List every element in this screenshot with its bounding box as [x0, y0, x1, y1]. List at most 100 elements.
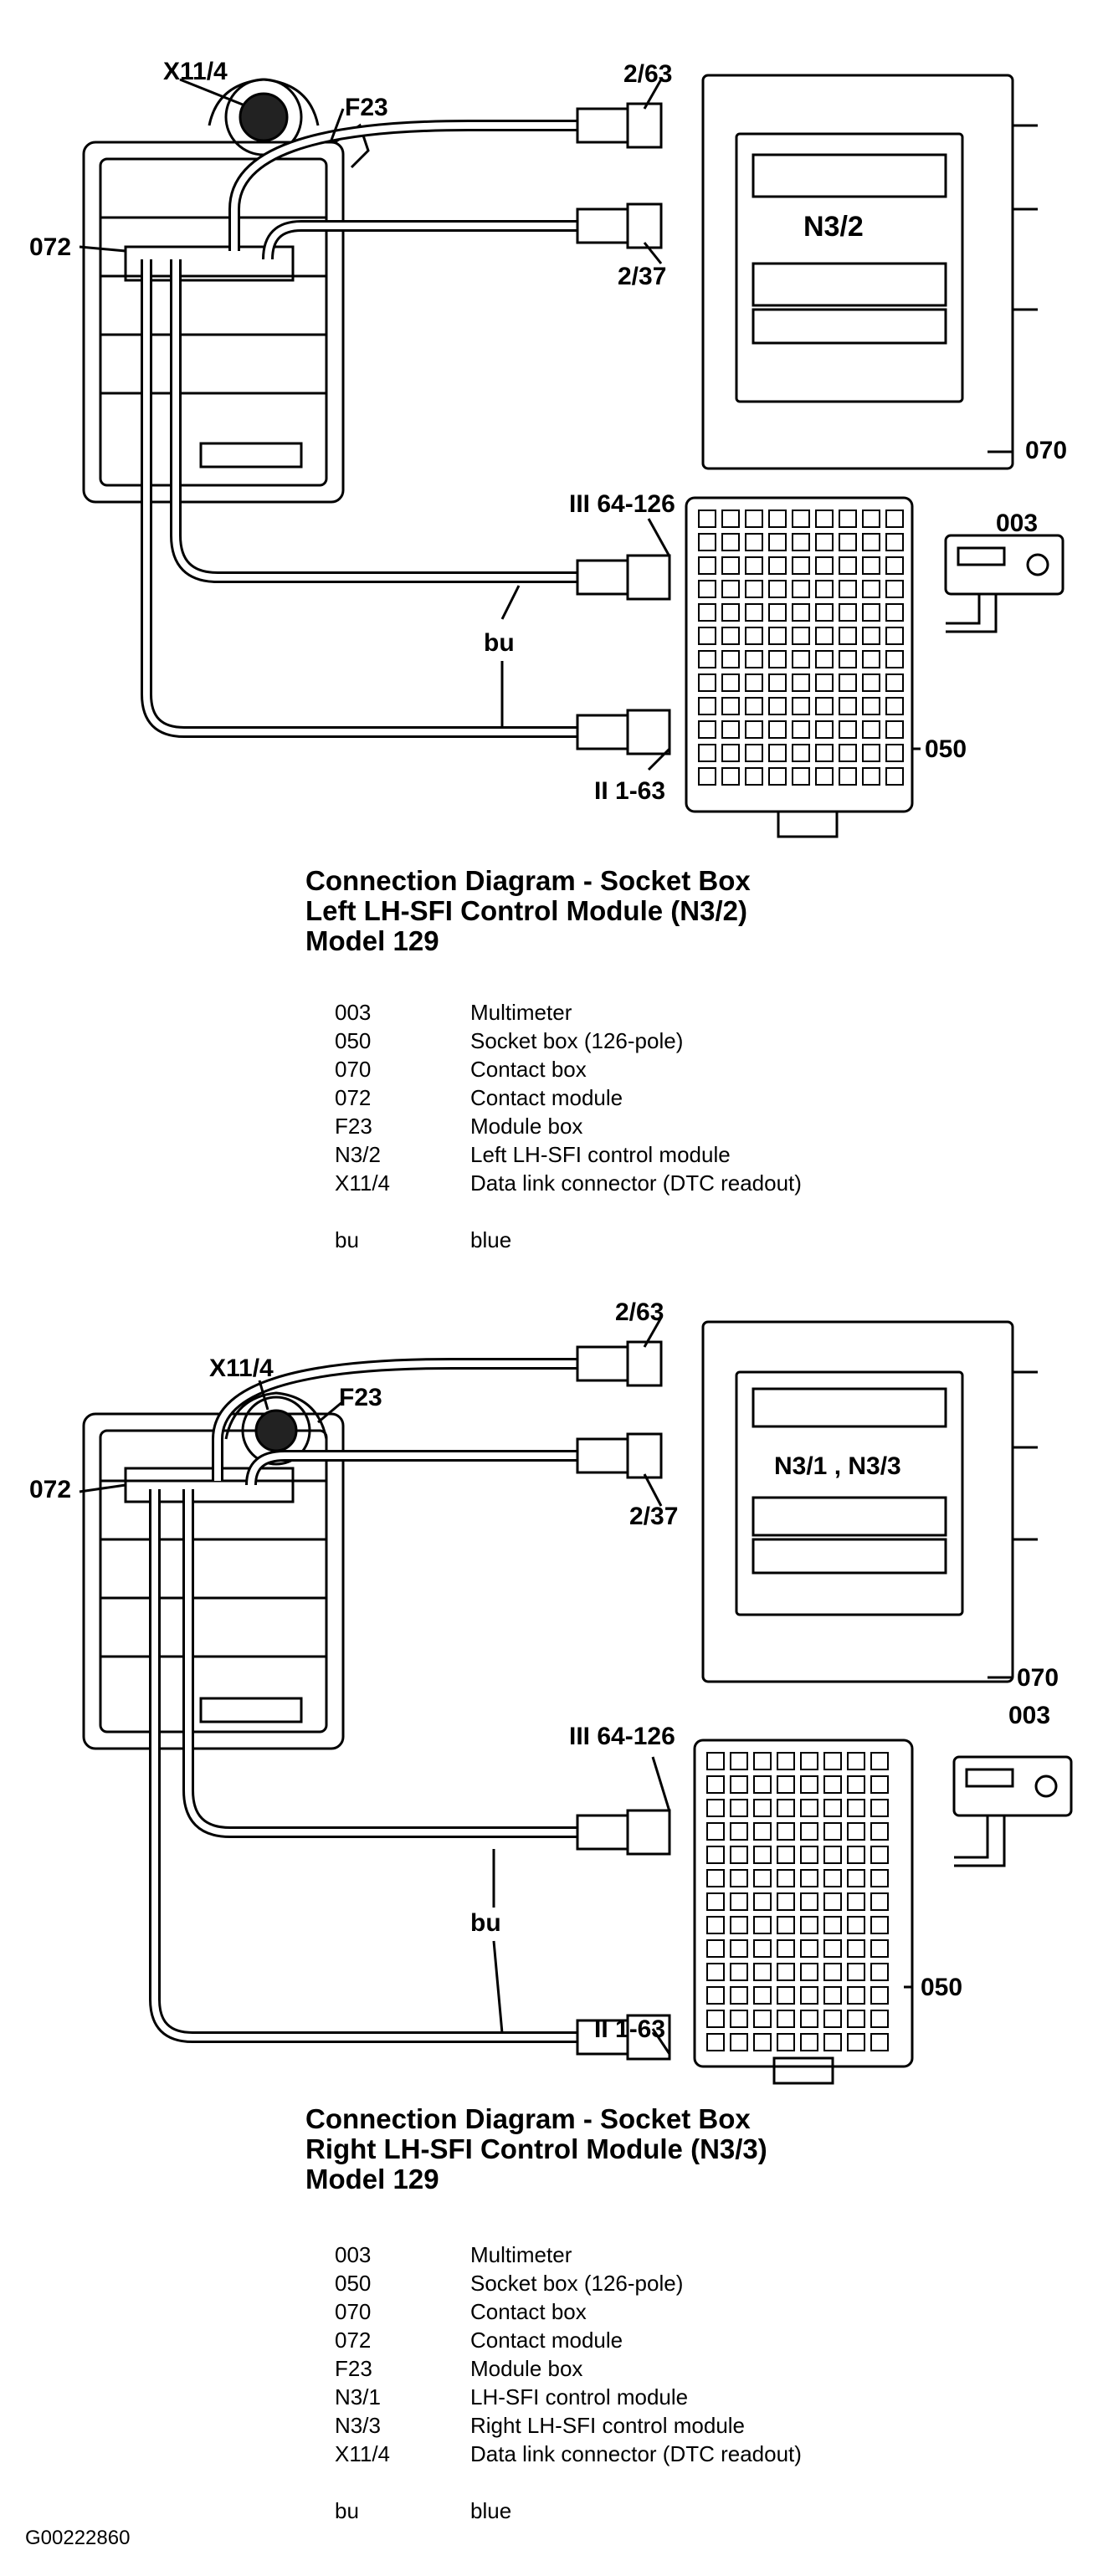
label-070: 070	[1025, 437, 1067, 464]
socket-box	[693, 1739, 914, 2068]
socket-pin	[777, 1846, 795, 1864]
socket-pin	[815, 556, 834, 575]
plug-2-37	[576, 202, 663, 249]
socket-pin	[847, 1846, 865, 1864]
legend-code: 050	[335, 2271, 372, 2296]
legend-text: Module box	[470, 2356, 583, 2381]
socket-pin	[815, 627, 834, 645]
socket-pin	[745, 673, 763, 692]
socket-pin	[721, 580, 740, 598]
color-key-text: blue	[470, 2498, 512, 2523]
socket-pin	[768, 767, 787, 786]
legend-code: N3/1	[335, 2384, 381, 2410]
socket-pin	[839, 510, 857, 528]
socket-pin	[768, 510, 787, 528]
contact-box	[701, 1320, 1014, 1683]
socket-pin	[885, 627, 904, 645]
socket-pin	[823, 1963, 842, 1981]
socket-pin	[753, 1963, 772, 1981]
socket-pin	[847, 1775, 865, 1794]
socket-pin	[862, 580, 880, 598]
legend-text: Socket box (126-pole)	[470, 1028, 684, 1053]
socket-pin	[721, 673, 740, 692]
socket-pin	[745, 767, 763, 786]
socket-pin	[777, 2010, 795, 2028]
socket-pin	[823, 1939, 842, 1958]
socket-pin	[870, 2033, 889, 2051]
socket-pin	[870, 1846, 889, 1864]
socket-pin	[800, 1775, 818, 1794]
socket-pin	[885, 673, 904, 692]
legend-text: Multimeter	[470, 1000, 572, 1025]
socket-pin	[745, 744, 763, 762]
socket-pin	[800, 1939, 818, 1958]
socket-pin	[870, 1869, 889, 1887]
label-072: 072	[29, 233, 71, 261]
label-070: 070	[1017, 1664, 1059, 1692]
legend-code: X11/4	[335, 1170, 391, 1196]
label-bu: bu	[470, 1909, 501, 1937]
legend-text: Multimeter	[470, 2242, 572, 2267]
caption-line: Left LH-SFI Control Module (N3/2)	[305, 895, 747, 926]
label-f23: F23	[339, 1384, 382, 1411]
socket-pin	[839, 767, 857, 786]
socket-pin	[870, 1822, 889, 1841]
caption-line: Connection Diagram - Socket Box	[305, 2103, 751, 2134]
socket-pin	[823, 1822, 842, 1841]
socket-pin	[768, 744, 787, 762]
socket-pin	[839, 580, 857, 598]
socket-pin	[768, 580, 787, 598]
plug-iii	[576, 1809, 671, 1856]
socket-pin	[839, 533, 857, 551]
label-ii-1-63: II 1-63	[594, 2015, 665, 2043]
label-050: 050	[925, 735, 967, 763]
socket-pin	[721, 627, 740, 645]
label-module: N3/2	[803, 211, 864, 243]
module-box	[82, 141, 345, 504]
socket-pin	[839, 720, 857, 739]
socket-pin	[870, 1752, 889, 1770]
socket-pin	[870, 1939, 889, 1958]
socket-pin	[870, 1916, 889, 1934]
socket-pin	[792, 744, 810, 762]
socket-pin	[792, 533, 810, 551]
socket-pin	[745, 603, 763, 622]
legend-code: 003	[335, 1000, 372, 1025]
socket-pin	[862, 697, 880, 715]
label-2-37: 2/37	[629, 1503, 678, 1530]
socket-pin	[753, 1986, 772, 2005]
legend-text: Socket box (126-pole)	[470, 2271, 684, 2296]
multimeter	[944, 534, 1065, 596]
legend-code: 070	[335, 1057, 372, 1082]
socket-pin	[815, 744, 834, 762]
socket-pin	[721, 510, 740, 528]
socket-pin	[862, 720, 880, 739]
socket-pin	[768, 603, 787, 622]
socket-pin	[706, 1939, 725, 1958]
socket-pin	[777, 1986, 795, 2005]
caption-line: Connection Diagram - Socket Box	[305, 865, 751, 896]
socket-pin	[753, 1939, 772, 1958]
socket-pin	[721, 556, 740, 575]
multimeter	[952, 1755, 1073, 1817]
legend-code: 072	[335, 2328, 372, 2353]
socket-pin	[847, 1822, 865, 1841]
socket-pin	[815, 697, 834, 715]
socket-pin	[706, 1869, 725, 1887]
socket-pin	[885, 510, 904, 528]
socket-pin	[730, 1916, 748, 1934]
socket-pin	[768, 673, 787, 692]
socket-pin	[815, 650, 834, 668]
label-iii-64-126: III 64-126	[569, 490, 675, 518]
socket-pin	[792, 650, 810, 668]
socket-pin	[777, 1939, 795, 1958]
data-link-connector	[241, 1396, 311, 1466]
label-003: 003	[996, 510, 1038, 537]
socket-pin	[847, 1752, 865, 1770]
socket-pin	[706, 1986, 725, 2005]
socket-pin	[745, 627, 763, 645]
socket-pin	[862, 510, 880, 528]
socket-pin	[698, 720, 716, 739]
